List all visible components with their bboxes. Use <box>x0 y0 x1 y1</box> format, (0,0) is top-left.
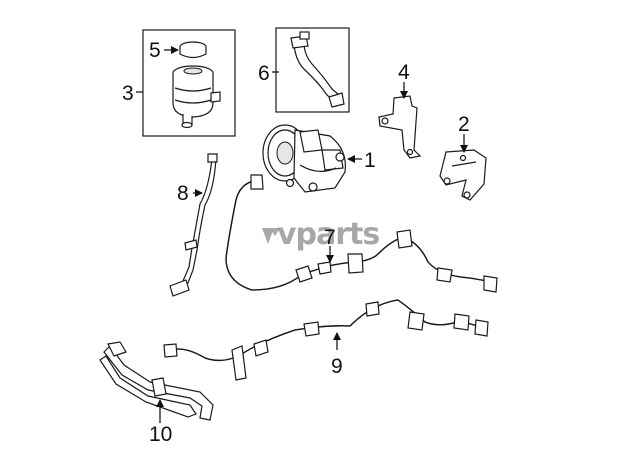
power-steering-pump <box>262 124 362 193</box>
callout-4: 4 <box>398 61 410 84</box>
mount-bracket <box>439 134 487 201</box>
suction-hose-box <box>275 27 350 113</box>
oil-cooler <box>99 341 214 423</box>
callout-2: 2 <box>458 113 470 136</box>
callout-9: 9 <box>331 355 343 378</box>
pressure-line <box>225 174 498 293</box>
callout-3: 3 <box>122 82 134 105</box>
reservoir-tank <box>172 65 221 129</box>
return-line <box>169 153 218 297</box>
reservoir-cap <box>179 41 207 59</box>
callout-7: 7 <box>324 226 336 249</box>
callout-8: 8 <box>177 182 189 205</box>
reservoir-group <box>136 29 236 137</box>
reservoir-box <box>142 29 236 137</box>
callout-10: 10 <box>149 423 172 446</box>
pump-bracket <box>378 82 422 159</box>
callout-5: 5 <box>149 39 161 62</box>
watermark-text: vparts <box>277 217 379 252</box>
callout-6: 6 <box>258 62 270 85</box>
watermark-logo: vparts <box>262 217 380 252</box>
suction-hose-group <box>272 27 350 113</box>
callout-1: 1 <box>364 149 376 172</box>
cooler-line <box>163 299 489 381</box>
